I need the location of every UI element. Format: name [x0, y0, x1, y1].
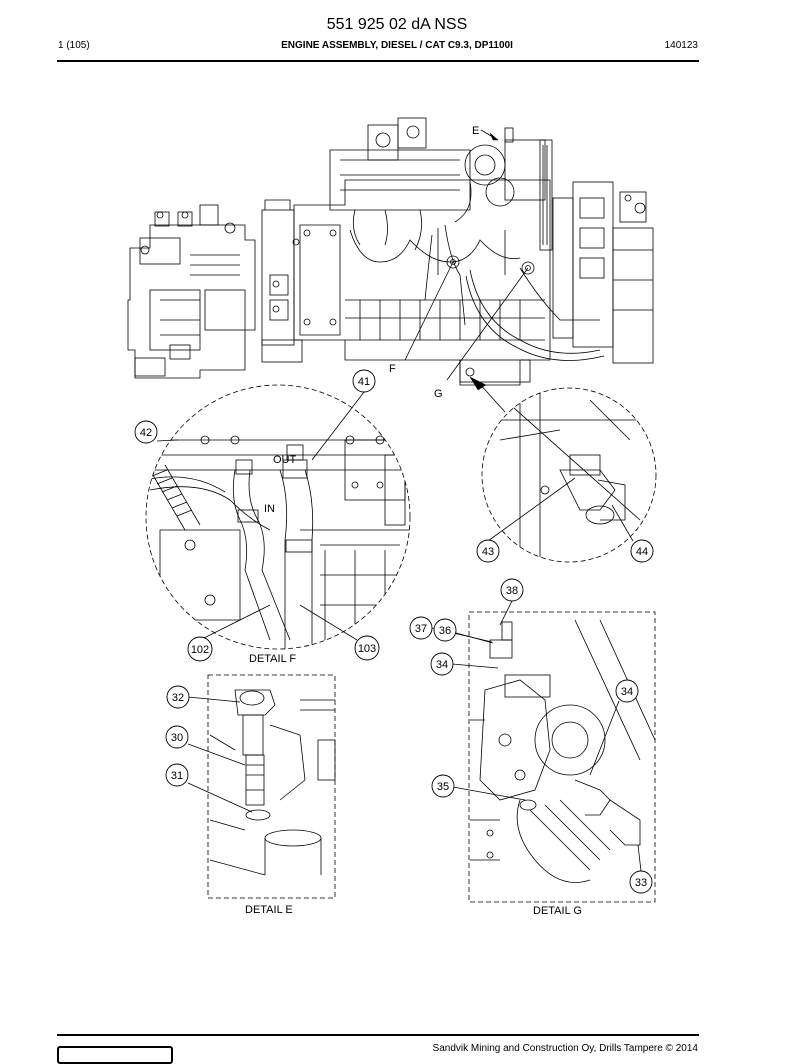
callout-leaders	[156, 391, 642, 872]
footer-copyright: Sandvik Mining and Construction Oy, Dril…	[432, 1043, 698, 1054]
callout-42: 42	[134, 420, 158, 444]
arrow-e-icon	[489, 132, 499, 141]
drawing-code: 140123	[664, 40, 698, 51]
detail-e-view	[207, 674, 336, 899]
svg-text:31: 31	[171, 770, 183, 782]
callout-33: 33	[629, 870, 653, 894]
callout-30: 30	[165, 725, 189, 749]
out-port-label: OUT	[273, 454, 297, 466]
detail-f-view: OUT IN	[145, 384, 411, 650]
document-number: 551 925 02 dA NSS	[326, 16, 468, 33]
sandvik-logo	[57, 1046, 173, 1064]
callout-38: 38	[500, 578, 524, 602]
svg-text:32: 32	[172, 692, 184, 704]
arrow-g-icon	[469, 376, 487, 391]
svg-text:36: 36	[439, 625, 451, 637]
callout-103: 103	[354, 635, 380, 661]
svg-text:43: 43	[482, 546, 494, 558]
view-letter-g: G	[434, 388, 443, 400]
svg-text:34: 34	[436, 659, 448, 671]
callout-37: 37	[409, 616, 433, 640]
callout-31: 31	[165, 763, 189, 787]
detail-g-view	[468, 611, 656, 903]
svg-text:103: 103	[358, 643, 376, 655]
in-port-label: IN	[264, 503, 275, 515]
svg-text:38: 38	[506, 585, 518, 597]
view-letter-e: E	[472, 125, 479, 137]
svg-text:30: 30	[171, 732, 183, 744]
header-divider	[57, 60, 699, 62]
callout-43: 43	[476, 539, 500, 563]
callout-102: 102	[187, 636, 213, 662]
detail-e-title: DETAIL E	[245, 904, 293, 916]
callout-bubbles: 41 42 43 44 102 103 38 37 36 34 34 35 33…	[134, 369, 654, 894]
footer-divider	[57, 1034, 699, 1036]
svg-text:37: 37	[415, 623, 427, 635]
svg-text:102: 102	[191, 644, 209, 656]
svg-text:41: 41	[358, 376, 370, 388]
svg-text:44: 44	[636, 546, 648, 558]
detail-g-title: DETAIL G	[533, 905, 582, 917]
detail-f-title: DETAIL F	[249, 653, 296, 665]
callout-35: 35	[431, 774, 455, 798]
callout-41: 41	[352, 369, 376, 393]
engine-main-view	[127, 117, 654, 386]
view-letter-f: F	[389, 363, 396, 375]
callout-34-right: 34	[615, 679, 639, 703]
callout-44: 44	[630, 539, 654, 563]
callout-34-left: 34	[430, 652, 454, 676]
callout-32: 32	[166, 685, 190, 709]
svg-text:34: 34	[621, 686, 633, 698]
page-title: ENGINE ASSEMBLY, DIESEL / CAT C9.3, DP11…	[281, 40, 513, 51]
svg-text:35: 35	[437, 781, 449, 793]
detail-g-circle-view	[481, 387, 657, 563]
page-number: 1 (105)	[58, 40, 90, 51]
svg-text:33: 33	[635, 877, 647, 889]
svg-text:42: 42	[140, 427, 152, 439]
callout-36: 36	[433, 618, 457, 642]
